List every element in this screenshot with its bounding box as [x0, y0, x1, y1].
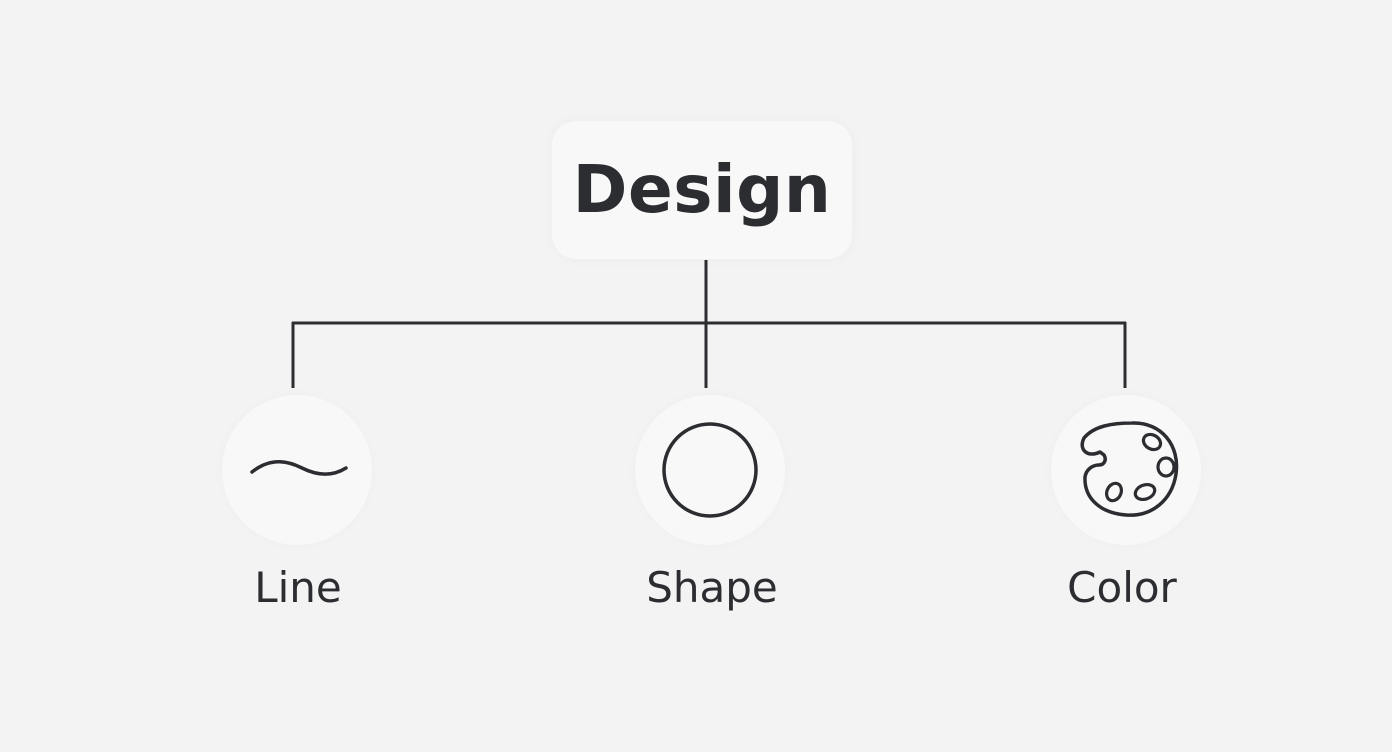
root-node: Design — [552, 121, 852, 259]
child-node-shape — [635, 395, 785, 545]
circle-icon — [662, 422, 758, 518]
wave-line-icon — [250, 460, 348, 476]
child-label-color: Color — [1067, 563, 1177, 612]
root-node-label: Design — [572, 151, 832, 228]
child-label-shape: Shape — [646, 563, 778, 612]
child-label-line: Line — [254, 563, 342, 612]
child-node-line — [222, 395, 372, 545]
child-node-color — [1051, 395, 1201, 545]
palette-icon — [1080, 421, 1179, 517]
